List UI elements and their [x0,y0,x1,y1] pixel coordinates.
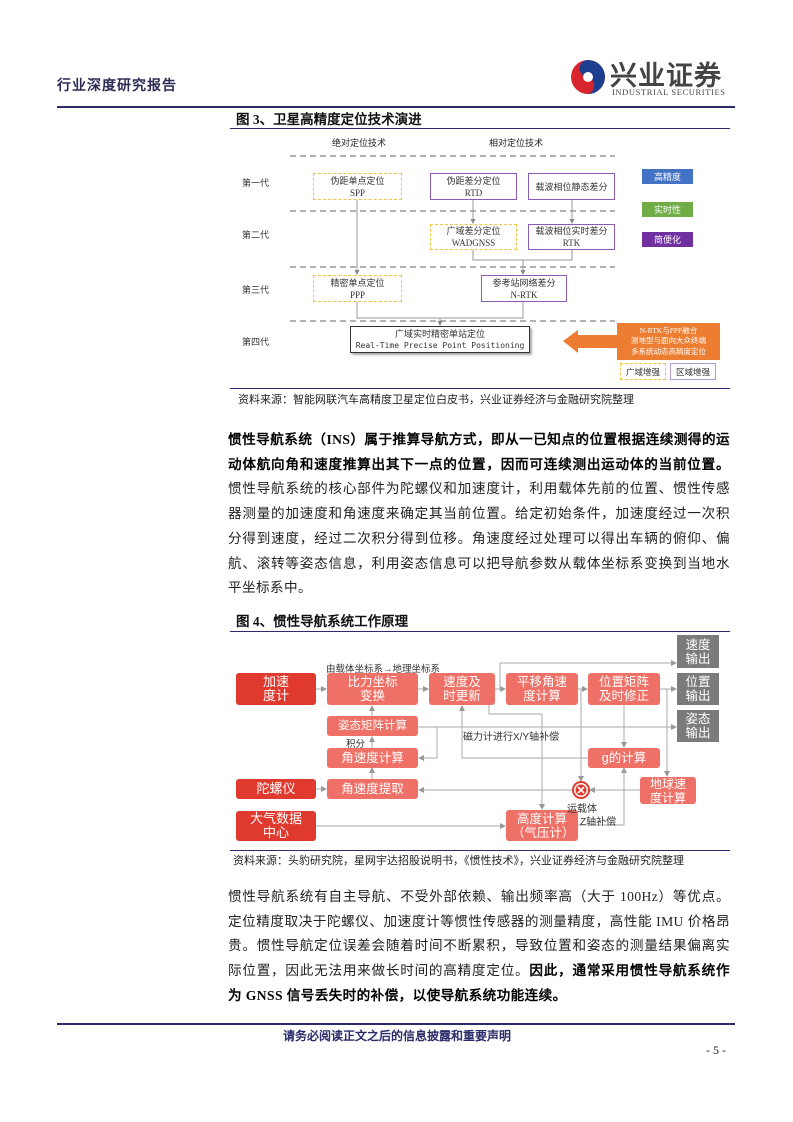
figure3-source: 资料来源：智能网联汽车高精度卫星定位白皮书，兴业证券经济与金融研究院整理 [238,394,634,406]
box-label: 精密单点定位 [330,277,385,288]
node-g-calc: g的计算 [588,748,660,768]
node-position-output: 位置输出 [677,673,719,705]
logo-text-en: INDUSTRIAL SECURITIES [612,87,726,97]
box-label: 载波相位实时差分 [535,226,608,236]
column-header-absolute: 绝对定位技术 [332,138,387,148]
node-label: 平移角速度计算 [516,675,567,703]
node-label: 姿态输出 [685,712,711,740]
callout-line: 测地型与面向大众终端 [631,336,706,346]
footer-disclaimer: 请务必阅读正文之后的信息披露和重要声明 [283,1029,512,1043]
box-label: 参考站网络差分 [492,277,556,288]
column-header-relative: 相对定位技术 [489,138,544,148]
page-number: - 5 - [706,1043,726,1057]
figure4-title: 图 4、惯性导航系统工作原理 [236,614,409,629]
box-label: 广域实时精密单站定位 [394,328,485,339]
box-abbr: N-RTK [510,289,538,300]
node-attitude-output: 姿态输出 [677,710,719,742]
generation-label: 第一代 [242,178,270,188]
box-abbr: RTK [562,238,581,248]
label-z-compensation: Z轴补偿 [580,817,617,828]
generation-label: 第三代 [242,285,270,295]
node-air-data-center: 大气数据中心 [236,811,316,841]
legend-simplicity: 简便化 [642,232,693,247]
node-label: 速度及时更新 [443,675,481,703]
legend-high-precision: 高精度 [642,169,693,184]
legend-wide-area: 广域增强 [620,363,666,380]
figure3-title: 图 3、卫星高精度定位技术演进 [236,112,422,127]
node-label: 位置矩阵及时修正 [598,675,649,703]
node-angular-velocity-extract: 角速度提取 [327,779,418,799]
header-rule [57,106,735,108]
box-label: 广域差分定位 [446,226,501,236]
node-angular-velocity-calc: 角速度计算 [327,748,418,768]
box-abbr: PPP [349,289,366,300]
figure4-source: 资料来源：头豹研究院，星网宇达招股说明书，《惯性技术》，兴业证券经济与金融研究院… [233,855,684,867]
node-label: 速度输出 [685,637,711,666]
figure4-bottom-rule [230,850,730,851]
logo-text-cn: 兴业证券 [610,61,722,91]
box-abbr: SPP [349,187,366,198]
paragraph-bold: 惯性导航系统（INS）属于推算导航方式，即从一已知点的位置根据连续测得的运动体航… [228,432,730,472]
box-abbr: RTD [464,187,483,198]
figure4-diagram: 加速度计 比力坐标变换 速度及时更新 平移角速度计算 位置矩阵及时修正 速度输出… [236,635,719,841]
fusion-callout: N-RTK与PPP融合 测地型与面向大众终端 多系统动态高精度定位 [617,323,720,360]
paragraph-text: 惯性导航系统的核心部件为陀螺仪和加速度计，利用载体先前的位置、惯性传感器测量的加… [228,481,730,596]
node-gyroscope: 陀螺仪 [236,779,316,799]
node-attitude-matrix: 姿态矩阵计算 [327,716,418,736]
box-abbr: WADGNSS [451,238,496,248]
paragraph-ins-intro: 惯性导航系统（INS）属于推算导航方式，即从一已知点的位置根据连续测得的运动体航… [228,428,730,601]
report-type: 行业深度研究报告 [57,79,177,94]
box-rtk: 载波相位实时差分 RTK [528,224,615,250]
callout-line: 多系统动态高精度定位 [631,346,706,356]
figure3-top-rule [230,128,730,129]
legend-real-time: 实时性 [642,202,693,217]
node-accelerometer: 加速度计 [236,673,316,705]
box-label: 载波相位静态差分 [535,181,608,192]
label-carrier: 运载体 [567,804,597,815]
node-earth-velocity: 地球速度计算 [640,776,696,805]
node-velocity-output: 速度输出 [677,635,719,668]
label-magnetometer: 磁力计进行X/Y轴补偿 [463,732,560,743]
footer-rule [57,1023,735,1025]
generation-label: 第二代 [242,230,270,240]
node-position-matrix: 位置矩阵及时修正 [588,673,660,705]
node-force-transform: 比力坐标变换 [327,673,418,705]
node-label: 大气数据中心 [249,811,302,840]
node-label: 比力坐标变换 [347,675,398,703]
paragraph-ins-pros-cons: 惯性导航系统有自主导航、不受外部依赖、输出频率高（大于 100Hz）等优点。定位… [228,885,730,1009]
node-label: 高度计算（气压计） [512,811,575,840]
paragraph-text: 惯性导航系统有自主导航、不受外部依赖、输出频率高（大于 100Hz）等优点。定位… [228,889,730,979]
node-label: 加速度计 [262,674,289,703]
error-x-icon [572,781,590,799]
node-label: 地球速度计算 [649,776,686,805]
legend-regional: 区域增强 [670,363,716,380]
company-logo: 兴业证券 INDUSTRIAL SECURITIES [570,54,735,100]
box-label: 伪距单点定位 [330,175,385,186]
figure4-connectors [316,660,677,829]
box-abbr: Real-Time Precise Point Positioning [355,340,525,350]
callout-line: N-RTK与PPP融合 [639,325,698,335]
label-integral: 积分 [346,739,366,750]
box-wadgnss: 广域差分定位 WADGNSS [430,224,517,250]
generation-label: 第四代 [242,337,270,347]
paragraph-bold: 因此，通常采用惯性导航系统作为 GNSS 信号丢失时的补偿，以使导航系统功能连续… [228,963,730,1003]
figure4-top-rule [230,631,730,632]
node-velocity-update: 速度及时更新 [429,673,495,705]
label-coordinate-transform: 由载体坐标系→地理坐标系 [326,664,441,675]
node-altitude-calc: 高度计算（气压计） [506,810,578,841]
node-label: 位置输出 [685,675,711,703]
figure3-bottom-rule [230,388,730,389]
box-carrier-static: 载波相位静态差分 [528,173,615,200]
node-translation-angular: 平移角速度计算 [506,673,578,705]
logo-mark-icon [571,60,605,94]
box-label: 伪距差分定位 [446,175,501,186]
figure3-connectors [290,155,617,353]
left-arrow-icon [563,330,617,353]
